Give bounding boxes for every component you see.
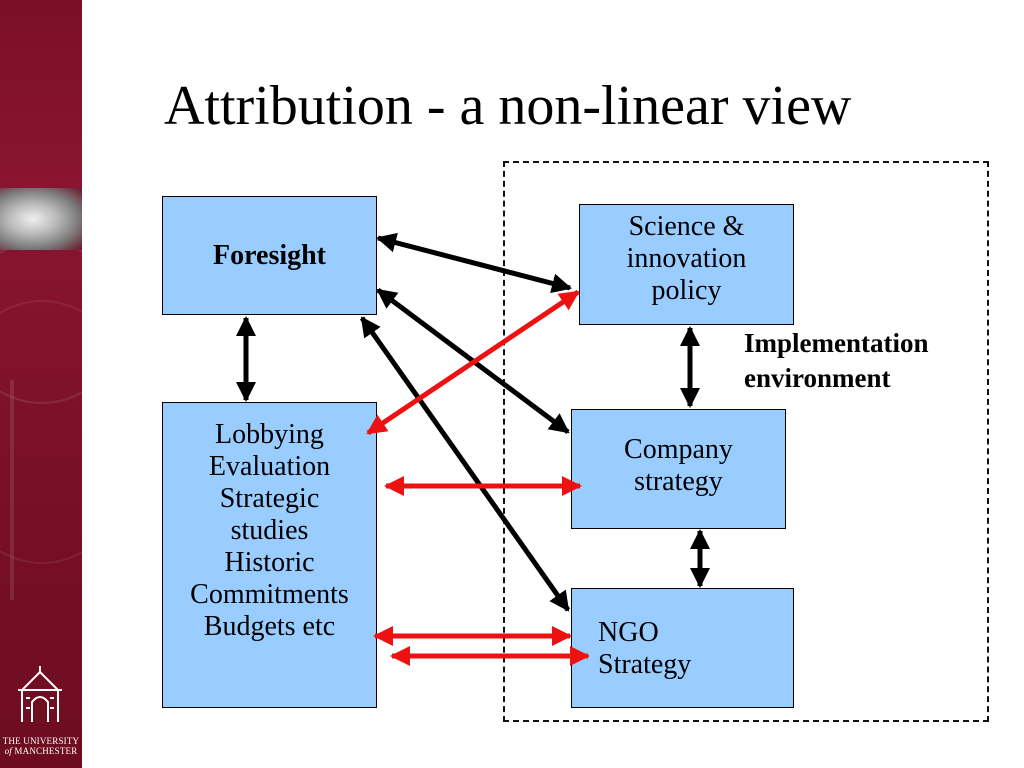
arrow-foresight-ngo xyxy=(359,316,571,612)
university-name-of: of xyxy=(4,746,12,756)
company-strategy-label: Company strategy xyxy=(624,434,733,497)
science-policy-label: Science & innovation policy xyxy=(626,211,747,306)
science-policy-box: Science & innovation policy xyxy=(579,204,794,325)
slide-title: Attribution - a non-linear view xyxy=(164,75,852,137)
implementation-environment-label: Implementation environment xyxy=(744,328,929,393)
sidebar-decoration xyxy=(0,300,82,564)
arrow-activities-science xyxy=(366,289,580,436)
university-crest-icon xyxy=(18,666,62,722)
university-name-line1: THE UNIVERSITY xyxy=(2,736,80,746)
ngo-strategy-label: NGO Strategy xyxy=(598,617,692,680)
university-name-line2: MANCHESTER xyxy=(11,746,78,756)
sidebar-banner: THE UNIVERSITY of MANCHESTER xyxy=(0,0,82,768)
arrow-foresight-science xyxy=(376,232,572,294)
company-strategy-box: Company strategy xyxy=(571,409,786,529)
university-name: THE UNIVERSITY of MANCHESTER xyxy=(0,736,82,756)
sidebar-decoration xyxy=(10,380,14,600)
sidebar-photo xyxy=(0,188,82,250)
activities-box: Lobbying Evaluation Strategic studies Hi… xyxy=(162,402,377,708)
activities-label: Lobbying Evaluation Strategic studies Hi… xyxy=(190,419,349,642)
foresight-label: Foresight xyxy=(212,239,327,271)
